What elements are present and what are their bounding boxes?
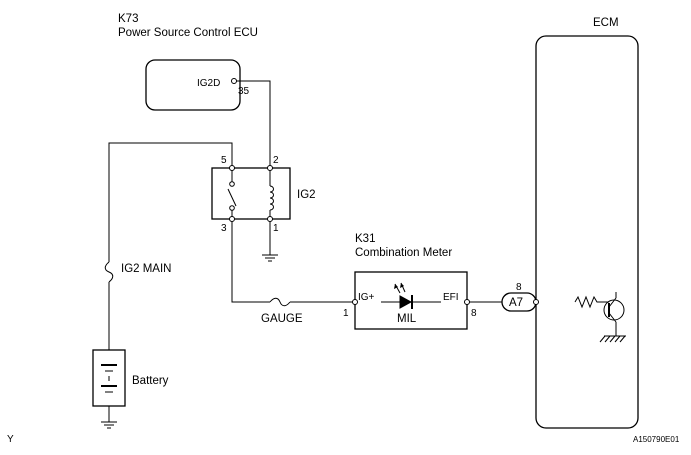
ecm-transistor-icon [603,292,625,336]
wire-relay-to-gauge [231,221,270,303]
fuse-ig2-main-icon [104,261,114,283]
meter-pin-in-name: IG+ [358,292,375,303]
meter-pin-out-name: EFI [443,292,459,303]
relay-switch-blade [227,188,237,207]
ecm-box [535,35,639,429]
ecm-label: ECM [593,17,619,29]
relay-pin-5: 5 [221,155,227,166]
connector-pin: 8 [516,282,522,293]
relay-name: IG2 [297,189,316,201]
k73-pin-name: IG2D [197,78,220,89]
wire-ig2d-to-relay [236,80,271,165]
k31-name: Combination Meter [355,247,452,259]
k73-ecu-box [145,59,241,111]
relay-pin2-node [267,165,273,171]
ecm-pin-node [533,299,539,305]
ecm-ground-icon [599,335,626,343]
fuse-gauge-icon [269,297,291,307]
meter-pin-out-node [464,299,470,305]
meter-pin-in-node [352,299,358,305]
wire-relay-to-ig2main [108,142,233,262]
connector-a7-label: A7 [509,297,523,309]
relay-pin-2: 2 [273,155,279,166]
ground-icon [101,421,117,429]
ig2-relay-box [211,167,291,220]
relay-coil-icon [269,185,274,211]
relay-pin3-node [229,216,235,222]
k73-pin-number: 35 [238,86,250,97]
fuse-ig2-main-label: IG2 MAIN [121,263,171,275]
relay-switch-contact-top [229,181,235,187]
relay-pin1-node [267,216,273,222]
battery-icon [101,364,117,393]
k73-pin-node [231,78,237,84]
k31-code: K31 [355,233,375,245]
mil-led-icon [394,282,413,309]
ecm-resistor-icon [574,295,604,309]
relay-pin-3: 3 [221,223,227,234]
fuse-gauge-label: GAUGE [261,313,303,325]
corner-mark: Y [7,434,14,445]
meter-pin-out-number: 8 [471,308,477,319]
relay-switch-contact-bottom [229,205,235,211]
battery-label: Battery [132,375,169,387]
k73-code: K73 [118,13,138,25]
figure-id: A150790E01 [633,435,680,444]
k73-name: Power Source Control ECU [118,27,258,39]
mil-label: MIL [397,313,417,325]
relay-pin5-node [229,165,235,171]
meter-pin-in-number: 1 [343,308,349,319]
ground-icon [262,254,278,262]
relay-pin-1: 1 [273,223,279,234]
